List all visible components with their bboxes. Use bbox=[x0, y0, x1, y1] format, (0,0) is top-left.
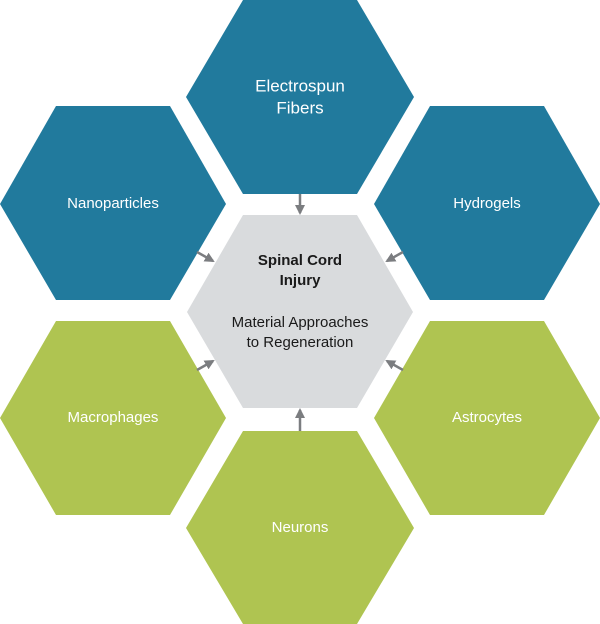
arrow-from-macrophages bbox=[196, 359, 215, 372]
label-electrospun-line2: Fibers bbox=[276, 98, 323, 117]
label-macrophages: Macrophages bbox=[68, 409, 159, 426]
center-title-line2: Injury bbox=[280, 272, 321, 289]
label-astrocytes: Astrocytes bbox=[452, 409, 522, 426]
arrow-from-hydrogels bbox=[385, 250, 404, 263]
arrow-from-nanoparticles bbox=[196, 250, 215, 263]
label-nanoparticles: Nanoparticles bbox=[67, 195, 159, 212]
hex-astrocytes bbox=[374, 321, 600, 515]
center-title-line1: Spinal Cord bbox=[258, 252, 342, 269]
label-hydrogels: Hydrogels bbox=[453, 195, 521, 212]
hex-electrospun-fibers bbox=[186, 0, 414, 194]
hex-macrophages bbox=[0, 321, 226, 515]
hex-neurons bbox=[186, 431, 414, 624]
hex-nanoparticles bbox=[0, 106, 226, 300]
label-neurons: Neurons bbox=[272, 519, 329, 536]
center-subtitle-line1: Material Approaches bbox=[232, 314, 369, 331]
hex-hydrogels bbox=[374, 106, 600, 300]
arrow-from-astrocytes bbox=[385, 359, 404, 372]
center-subtitle-line2: to Regeneration bbox=[247, 334, 354, 351]
label-electrospun-line1: Electrospun bbox=[255, 76, 345, 95]
hex-center bbox=[187, 215, 413, 408]
